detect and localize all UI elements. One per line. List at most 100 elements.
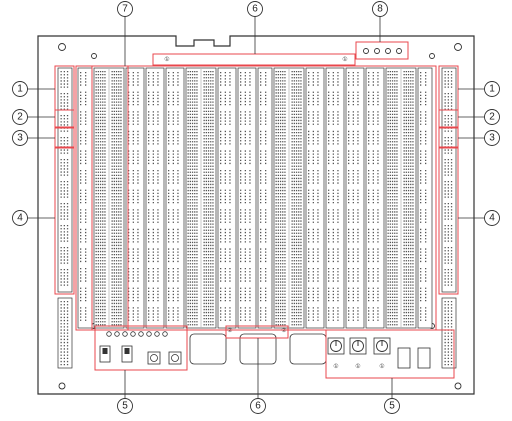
hole-dots xyxy=(80,72,87,86)
bus-hole-group xyxy=(328,91,339,106)
mounting-hole xyxy=(454,382,462,390)
callout-top: 8 xyxy=(372,1,388,17)
bus-hole-group xyxy=(348,287,359,302)
inline-mark: ① xyxy=(333,363,338,370)
hole-dots xyxy=(368,189,379,204)
bus-hole-group xyxy=(128,189,139,204)
hole-dots xyxy=(220,150,231,165)
hole-dots xyxy=(368,72,379,86)
hole-dots xyxy=(240,170,251,184)
hole-dots xyxy=(148,189,159,204)
hole-dots xyxy=(420,72,427,86)
hole-dots xyxy=(240,287,251,302)
highlight-bottom-centre xyxy=(225,325,289,339)
callout-circle xyxy=(117,398,133,414)
hole-dots xyxy=(444,159,453,176)
bus-hole-group xyxy=(148,170,159,184)
bus-strip xyxy=(165,67,185,329)
hole-dots xyxy=(168,130,179,145)
hole-dots xyxy=(348,307,359,321)
hole-dots xyxy=(240,248,251,263)
bus-hole-group xyxy=(420,287,427,302)
lower-holes xyxy=(444,301,453,366)
inline-mark: ① xyxy=(164,56,169,63)
bus-hole-group xyxy=(240,189,251,204)
bus-hole-group xyxy=(80,228,87,243)
hole-dots xyxy=(240,111,251,125)
bus-hole-group xyxy=(328,209,339,223)
callout-number: 6 xyxy=(252,4,258,15)
hole-dots xyxy=(368,287,379,302)
bus-hole-group xyxy=(148,130,159,145)
top-connector xyxy=(385,48,391,54)
hole-dots xyxy=(60,225,69,242)
hole-dots xyxy=(128,150,139,165)
hole-dots xyxy=(275,71,286,326)
hole-dots xyxy=(80,248,87,263)
hole-dots xyxy=(348,228,359,243)
bus-hole-group xyxy=(420,228,427,243)
bus-hole-group xyxy=(368,268,379,282)
hole-dots xyxy=(368,111,379,125)
hole-dots xyxy=(60,301,69,366)
hole-dots xyxy=(80,130,87,145)
bus-hole-group xyxy=(328,150,339,165)
bus-hole-group xyxy=(80,130,87,145)
bus-hole-group xyxy=(368,307,379,321)
bus-hole-group xyxy=(348,209,359,223)
bus-hole-group xyxy=(240,228,251,243)
hole-dots xyxy=(80,150,87,165)
side-hole-group xyxy=(60,203,69,220)
hole-dots xyxy=(60,159,69,176)
bus-hole-group xyxy=(168,111,179,125)
side-hole-group xyxy=(60,159,69,176)
callout-right: 4 xyxy=(484,210,500,226)
highlight-main-area xyxy=(75,65,437,331)
bus-hole-group xyxy=(80,72,87,86)
bus-hole-group xyxy=(148,72,159,86)
hole-dots xyxy=(368,228,379,243)
hole-dots xyxy=(368,248,379,263)
hole-dots xyxy=(260,228,267,243)
bus-hole-group xyxy=(308,189,319,204)
hole-dots xyxy=(368,91,379,106)
strip-body xyxy=(417,67,433,329)
bus-hole-group xyxy=(308,170,319,184)
bus-hole-group xyxy=(260,91,267,106)
hole-dots xyxy=(444,203,453,220)
hole-dots xyxy=(444,247,453,264)
lower-holes xyxy=(60,301,69,366)
bus-hole-group xyxy=(260,111,267,125)
callout-left: 1 xyxy=(12,81,28,97)
bus-hole-group xyxy=(328,130,339,145)
hole-dots xyxy=(240,72,251,86)
highlight-top-bus xyxy=(152,53,356,66)
callout-right: 3 xyxy=(484,130,500,146)
hole-dots xyxy=(420,307,427,321)
hole-dots xyxy=(291,71,302,326)
mounting-hole xyxy=(58,382,66,390)
bus-hole-group xyxy=(420,111,427,125)
hole-dots xyxy=(148,248,159,263)
hole-dots xyxy=(128,130,139,145)
bus-hole-group xyxy=(240,130,251,145)
hole-dots xyxy=(260,111,267,125)
bus-hole-group xyxy=(148,228,159,243)
hole-dots xyxy=(128,209,139,223)
hole-dots xyxy=(128,228,139,243)
terminal-holes-left xyxy=(275,71,286,326)
bus-strip xyxy=(77,67,93,329)
callout-number: 3 xyxy=(17,133,23,144)
hole-dots xyxy=(328,72,339,86)
bus-hole-group xyxy=(348,268,359,282)
bus-hole-group xyxy=(368,130,379,145)
inline-mark: ① xyxy=(379,363,384,370)
led-indicator xyxy=(138,331,144,337)
hole-dots xyxy=(220,228,231,243)
vertical-slider xyxy=(417,347,431,369)
bus-hole-group xyxy=(308,91,319,106)
hole-dots xyxy=(348,170,359,184)
highlight-left-4 xyxy=(54,147,75,295)
hole-dots xyxy=(168,189,179,204)
